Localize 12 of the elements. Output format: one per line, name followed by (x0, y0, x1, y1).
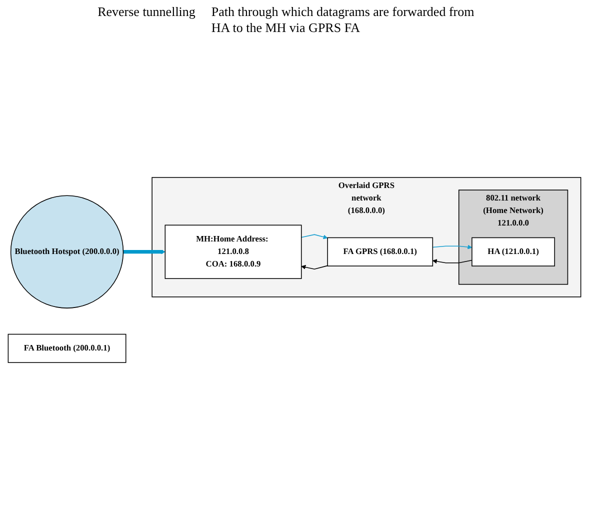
note-text: Reverse tunnelling (98, 4, 196, 21)
note-text: Path through which datagrams are forwarded from HA to the MH via GPRS FA (211, 4, 476, 36)
arrow (432, 244, 472, 250)
arrow (300, 234, 328, 240)
node-box: HA (121.0.0.1) (472, 237, 555, 266)
node-box: FA GPRS (168.0.0.1) (327, 237, 434, 266)
node-circle: Bluetooth Hotspot (200.0.0.0) (10, 195, 124, 308)
arrow (123, 250, 166, 254)
node-box: FA Bluetooth (200.0.0.1) (8, 334, 126, 363)
arrow (432, 259, 472, 264)
arrow (301, 264, 328, 270)
node-box: MH:Home Address: 121.0.0.8 COA: 168.0.0.9 (164, 224, 302, 279)
